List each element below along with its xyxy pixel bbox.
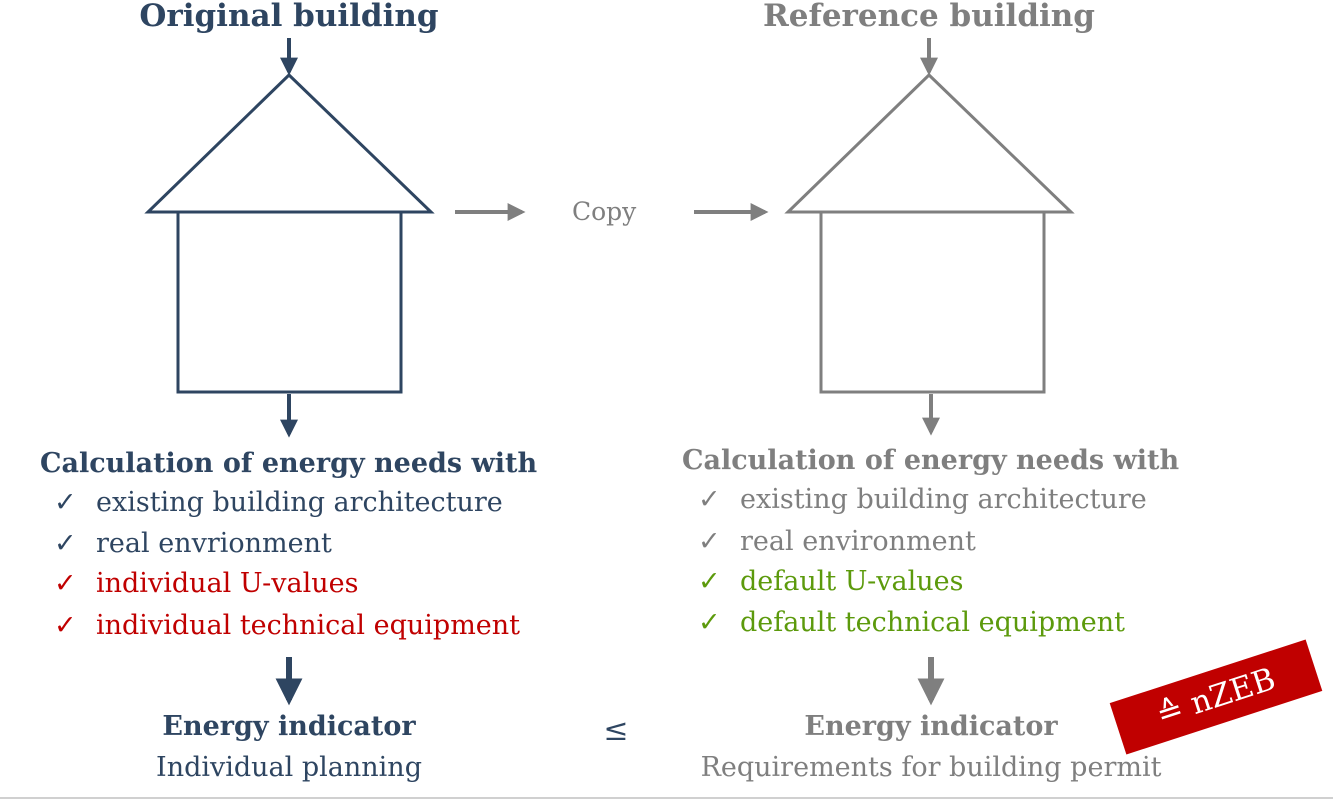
check-icon: ✓ [54,487,77,518]
original-house-icon [144,72,435,394]
check-icon: ✓ [698,484,721,515]
reference-building-title: Reference building [763,0,1095,34]
check-icon: ✓ [54,610,77,641]
comparison-symbol: ≤ [603,713,629,748]
right-list-item: ✓ existing building architecture [698,484,1147,515]
left-list-item-text: real envrionment [96,528,332,559]
left-list-item: ✓ existing building architecture [54,487,503,518]
left-list-item-text: existing building architecture [96,487,503,518]
right-list-item-text: default technical equipment [740,607,1126,638]
left-list-item: ✓ individual U-values [54,568,358,599]
right-list-item-text: default U-values [740,566,964,597]
check-icon: ✓ [54,528,77,559]
right-list-item: ✓ default U-values [698,566,963,597]
right-list-item-text: real environment [740,526,976,557]
left-list-item: ✓ individual technical equipment [54,610,520,641]
left-calculation-heading: Calculation of energy needs with [40,448,538,479]
check-icon: ✓ [698,526,721,557]
bottom-divider [0,797,1333,799]
copy-label: Copy [572,197,637,226]
check-icon: ✓ [698,607,721,638]
right-list-item: ✓ real environment [698,526,976,557]
check-icon: ✓ [698,566,721,597]
left-list-item-text: individual technical equipment [96,610,521,641]
check-icon: ✓ [54,568,77,599]
right-list-item-text: existing building architecture [740,484,1147,515]
right-list-item: ✓ default technical equipment [698,607,1125,638]
left-list-item: ✓ real envrionment [54,528,332,559]
left-energy-indicator-title: Energy indicator [162,711,416,742]
right-energy-indicator-subtitle: Requirements for building permit [700,752,1162,783]
right-energy-indicator-title: Energy indicator [804,711,1058,742]
right-calculation-heading: Calculation of energy needs with [682,445,1180,476]
reference-house-icon [784,72,1075,394]
original-building-title: Original building [139,0,439,34]
left-energy-indicator-subtitle: Individual planning [156,752,422,783]
left-list-item-text: individual U-values [96,568,359,599]
